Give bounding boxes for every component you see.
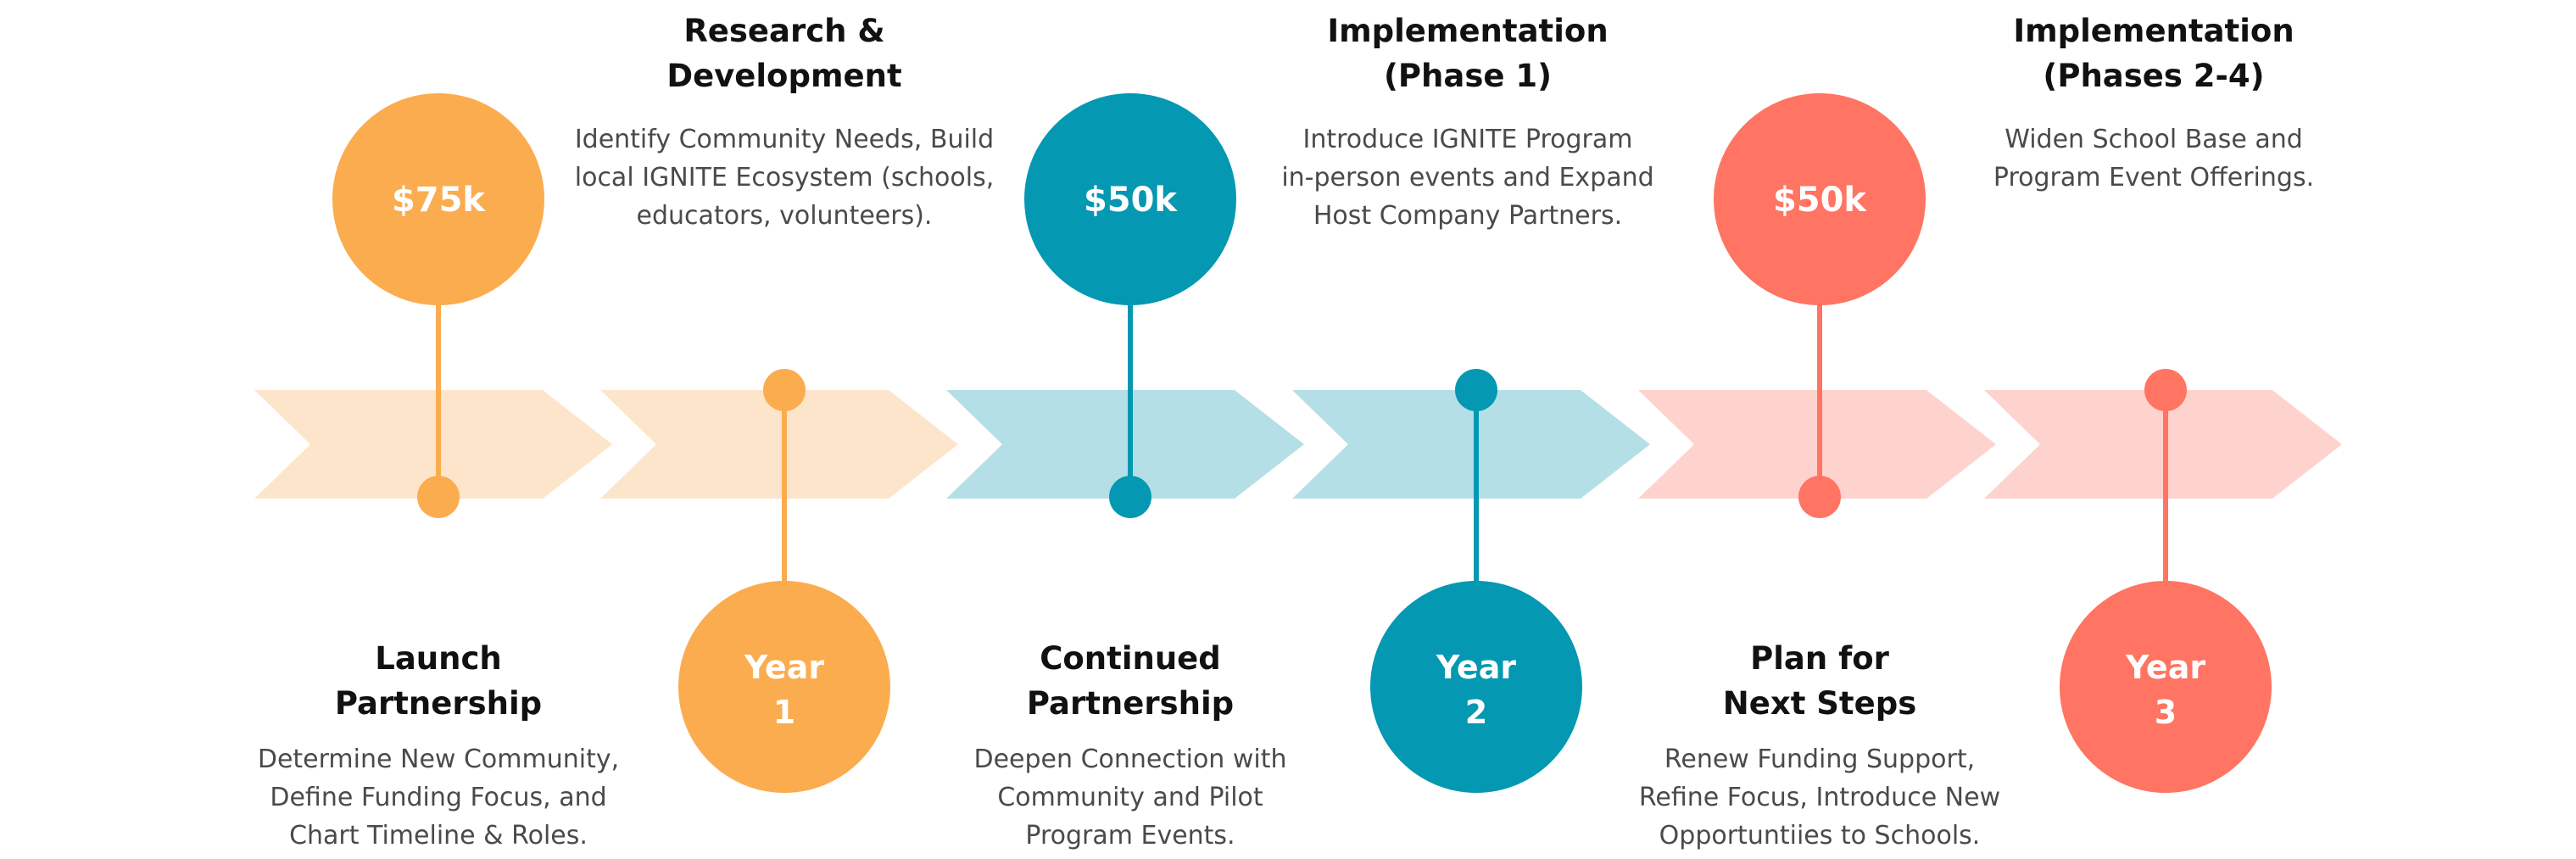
heading-research-development: Research &Development xyxy=(666,13,902,94)
heading-implementation-phase-1: Implementation(Phase 1) xyxy=(1327,13,1609,94)
funding-circle-next-steps xyxy=(1714,93,1926,305)
year-circle-phase1 xyxy=(1370,581,1582,793)
timeline-dot-continued xyxy=(1109,476,1151,518)
description-launch-partnership: Determine New Community,Define Funding F… xyxy=(257,745,620,851)
year-circle-research xyxy=(678,581,890,793)
timeline-dot-phase1 xyxy=(1455,369,1497,411)
year-number-label: 2 xyxy=(1465,694,1487,731)
year-label: Year xyxy=(1436,649,1516,686)
chevron-segment-1 xyxy=(254,390,612,499)
funding-amount-label: $50k xyxy=(1084,181,1178,220)
year-label: Year xyxy=(744,649,824,686)
funding-amount-label: $75k xyxy=(392,181,486,220)
timeline-dot-next-steps xyxy=(1798,476,1841,518)
timeline-dot-research xyxy=(763,369,806,411)
year-circle-phases2-4 xyxy=(2060,581,2272,793)
chevron-segment-2 xyxy=(600,390,958,499)
description-plan-next-steps: Renew Funding Support,Refine Focus, Intr… xyxy=(1638,745,2001,851)
year-number-label: 3 xyxy=(2155,694,2177,731)
year-number-label: 1 xyxy=(773,694,795,731)
chevron-segment-4 xyxy=(1292,390,1650,499)
chevron-segment-3 xyxy=(946,390,1304,499)
timeline-dot-launch xyxy=(417,476,460,518)
funding-circle-continued xyxy=(1024,93,1236,305)
heading-implementation-phases-2-4: Implementation(Phases 2-4) xyxy=(2013,13,2294,94)
funding-amount-label: $50k xyxy=(1773,181,1867,220)
funding-circle-launch xyxy=(332,93,544,305)
year-label: Year xyxy=(2125,649,2205,686)
timeline-dot-phases2-4 xyxy=(2144,369,2187,411)
timeline-arrow-band xyxy=(254,390,2342,499)
